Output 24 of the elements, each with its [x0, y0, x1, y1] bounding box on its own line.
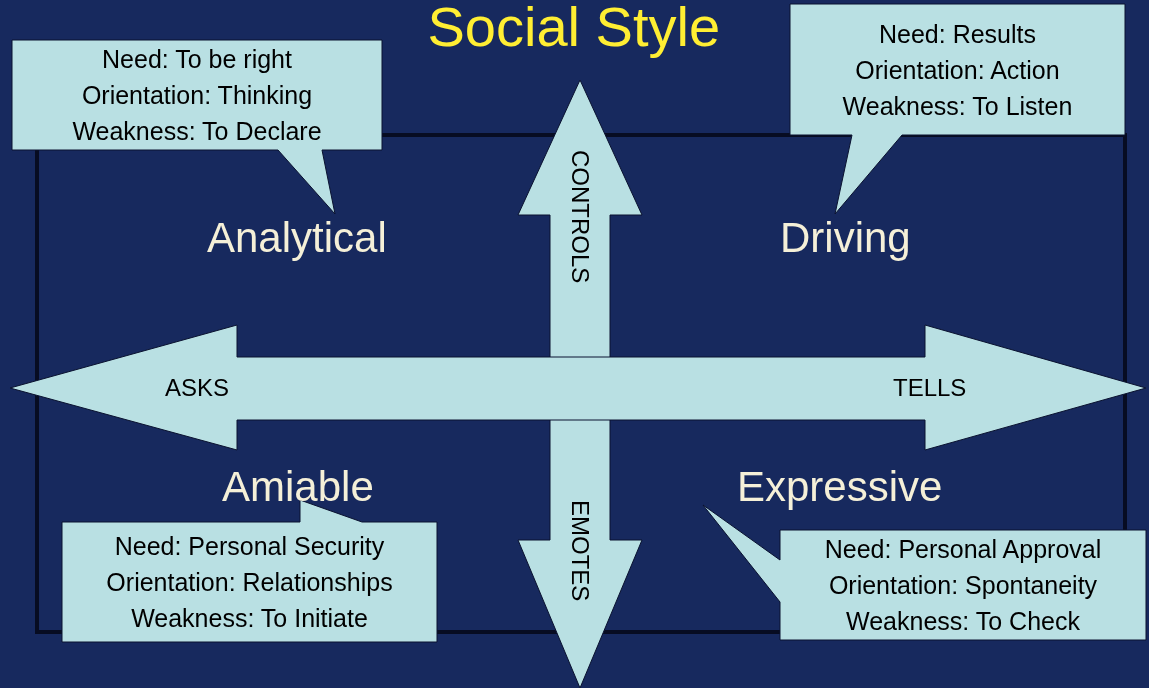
quadrant-label: Driving: [780, 214, 911, 262]
speech-bubble: [62, 500, 437, 642]
trait-line: Weakness: To Listen: [842, 90, 1073, 122]
trait-line: Orientation: Action: [855, 54, 1060, 86]
title: Social Style: [427, 0, 721, 59]
trait-line: Orientation: Spontaneity: [828, 570, 1098, 601]
axis-label: TELLS: [893, 374, 967, 402]
trait-line: Need: Personal Security: [114, 531, 385, 562]
trait-line: Weakness: To Check: [846, 606, 1080, 637]
axis-label: EMOTES: [566, 500, 594, 602]
axis-label: ASKS: [165, 374, 230, 402]
axis-label: CONTROLS: [566, 150, 594, 284]
quadrant-label: Amiable: [222, 463, 374, 511]
trait-line: Need: Personal Approval: [824, 534, 1102, 565]
quadrant-label: Expressive: [737, 463, 943, 511]
quadrant-label: Analytical: [207, 214, 387, 262]
trait-line: Need: To be right: [102, 44, 292, 75]
speech-bubble: [12, 40, 382, 214]
trait-line: Weakness: To Initiate: [131, 603, 368, 634]
trait-line: Need: Results: [879, 18, 1036, 50]
trait-line: Orientation: Thinking: [81, 80, 313, 111]
speech-bubble: [790, 4, 1125, 214]
trait-line: Weakness: To Declare: [72, 116, 322, 147]
trait-line: Orientation: Relationships: [106, 567, 393, 598]
